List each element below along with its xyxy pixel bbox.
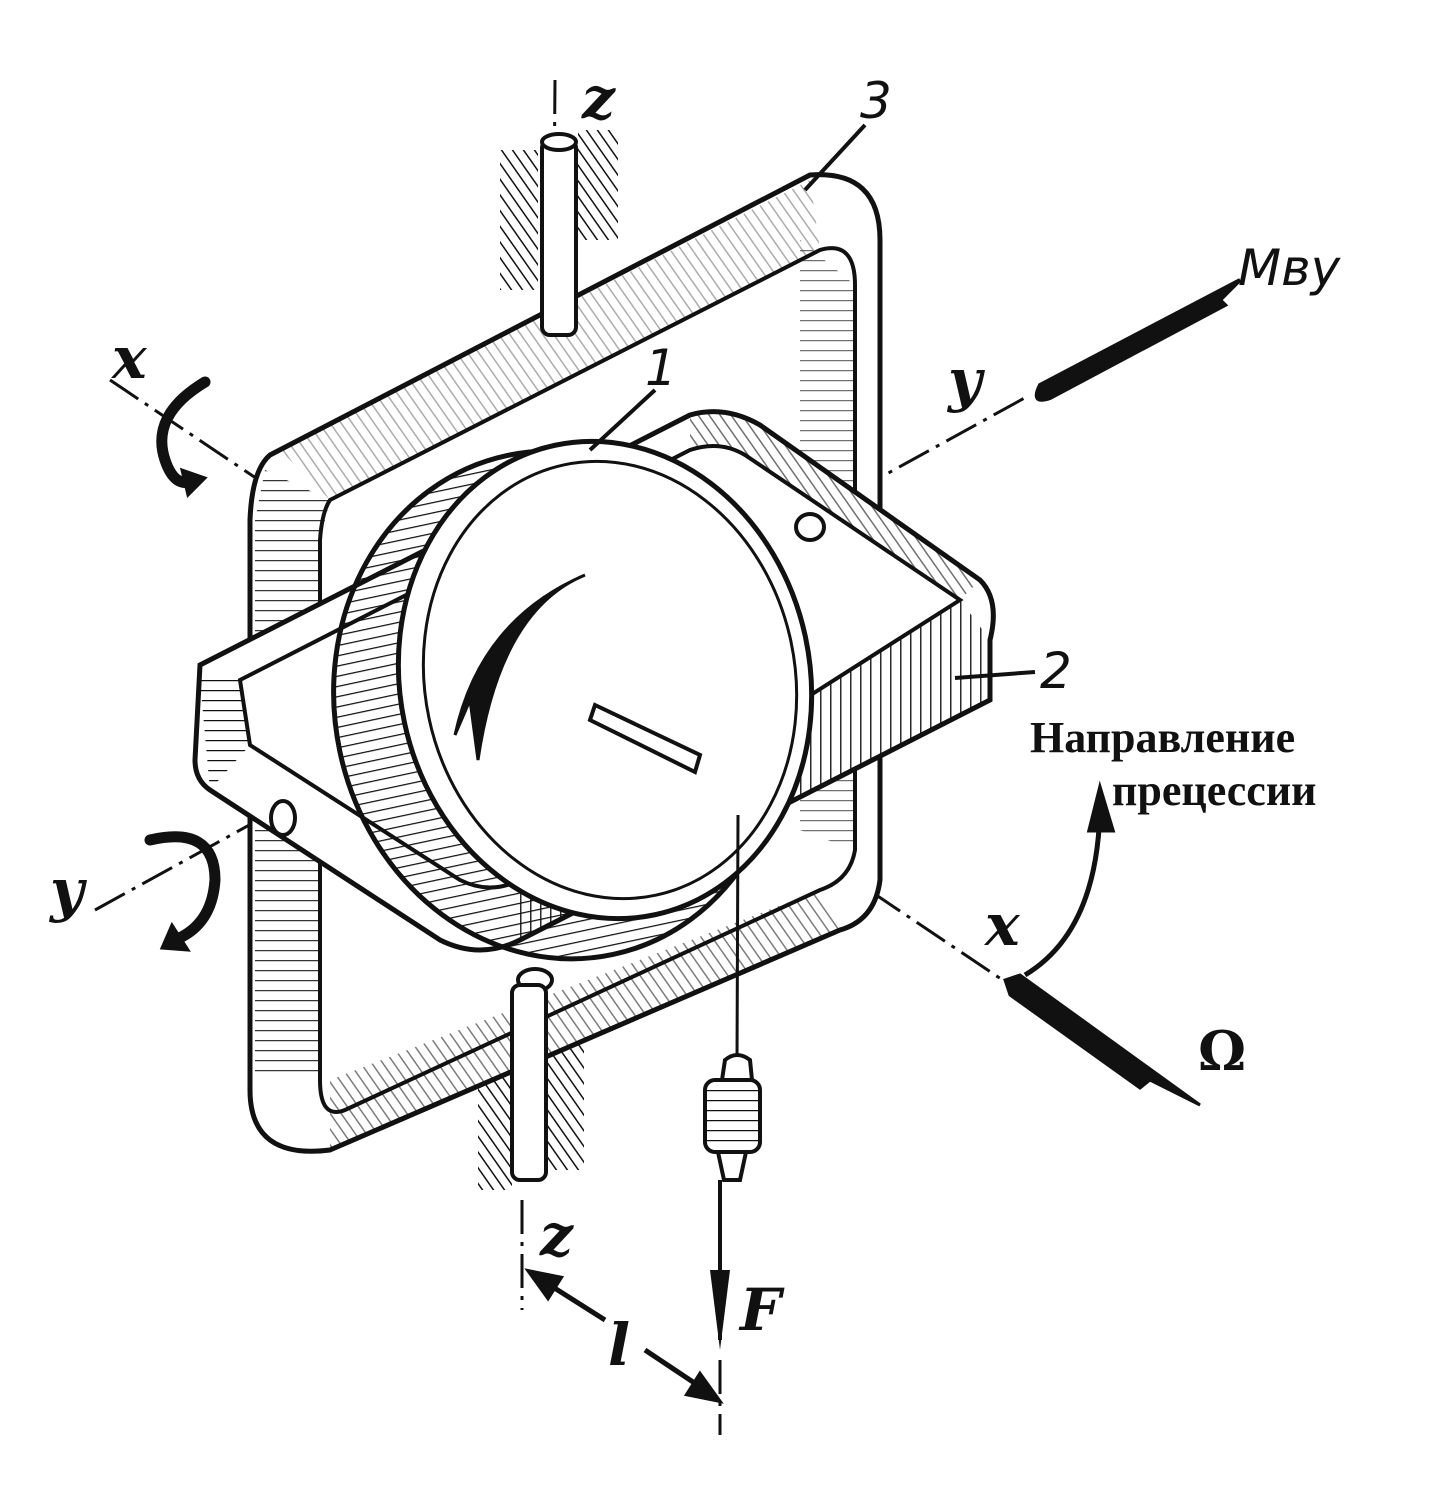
bearing-bottom bbox=[478, 1040, 584, 1190]
precession-arrow bbox=[1023, 780, 1116, 978]
moment-label: Mвy bbox=[1238, 239, 1342, 297]
rotor bbox=[331, 438, 815, 962]
lever-arm bbox=[524, 1268, 724, 1404]
rotor-spin-arrow bbox=[453, 573, 586, 761]
y-axis-label-right: y bbox=[946, 346, 986, 414]
leader-lines bbox=[588, 123, 1036, 680]
y-axis-label-left: y bbox=[48, 856, 88, 924]
omega-vector bbox=[1003, 973, 1201, 1107]
leader-2 bbox=[954, 670, 1036, 680]
force-vector bbox=[703, 814, 762, 1350]
vertical-shaft bbox=[510, 132, 578, 1182]
part-label-rotor: 1 bbox=[645, 339, 677, 397]
omega-label: Ω bbox=[1198, 1019, 1246, 1083]
x-axis-label-left: x bbox=[110, 324, 148, 392]
bearing-top bbox=[500, 130, 618, 290]
inner-pivot-hole-right bbox=[794, 512, 826, 542]
moment-vector bbox=[1034, 278, 1242, 402]
rotation-arrow-y bbox=[144, 831, 221, 952]
z-axis-label-bottom: z bbox=[539, 1201, 574, 1269]
weight bbox=[703, 1078, 762, 1154]
lever-arm-label: l bbox=[608, 1311, 630, 1379]
rotation-arrow-x bbox=[156, 376, 211, 498]
leader-3 bbox=[803, 123, 867, 192]
precession-caption-line1: Направление bbox=[1030, 713, 1295, 762]
inner-pivot-hole-left bbox=[269, 799, 297, 837]
force-label: F bbox=[738, 1276, 785, 1344]
precession-caption-line2: прецессии bbox=[1112, 766, 1317, 815]
x-axis-label-right: x bbox=[983, 891, 1021, 959]
leader-1 bbox=[588, 388, 657, 452]
z-axis-label-top: z bbox=[581, 64, 616, 132]
part-label-inner-frame: 2 bbox=[1040, 642, 1072, 700]
part-label-outer-frame: 3 bbox=[860, 72, 892, 130]
